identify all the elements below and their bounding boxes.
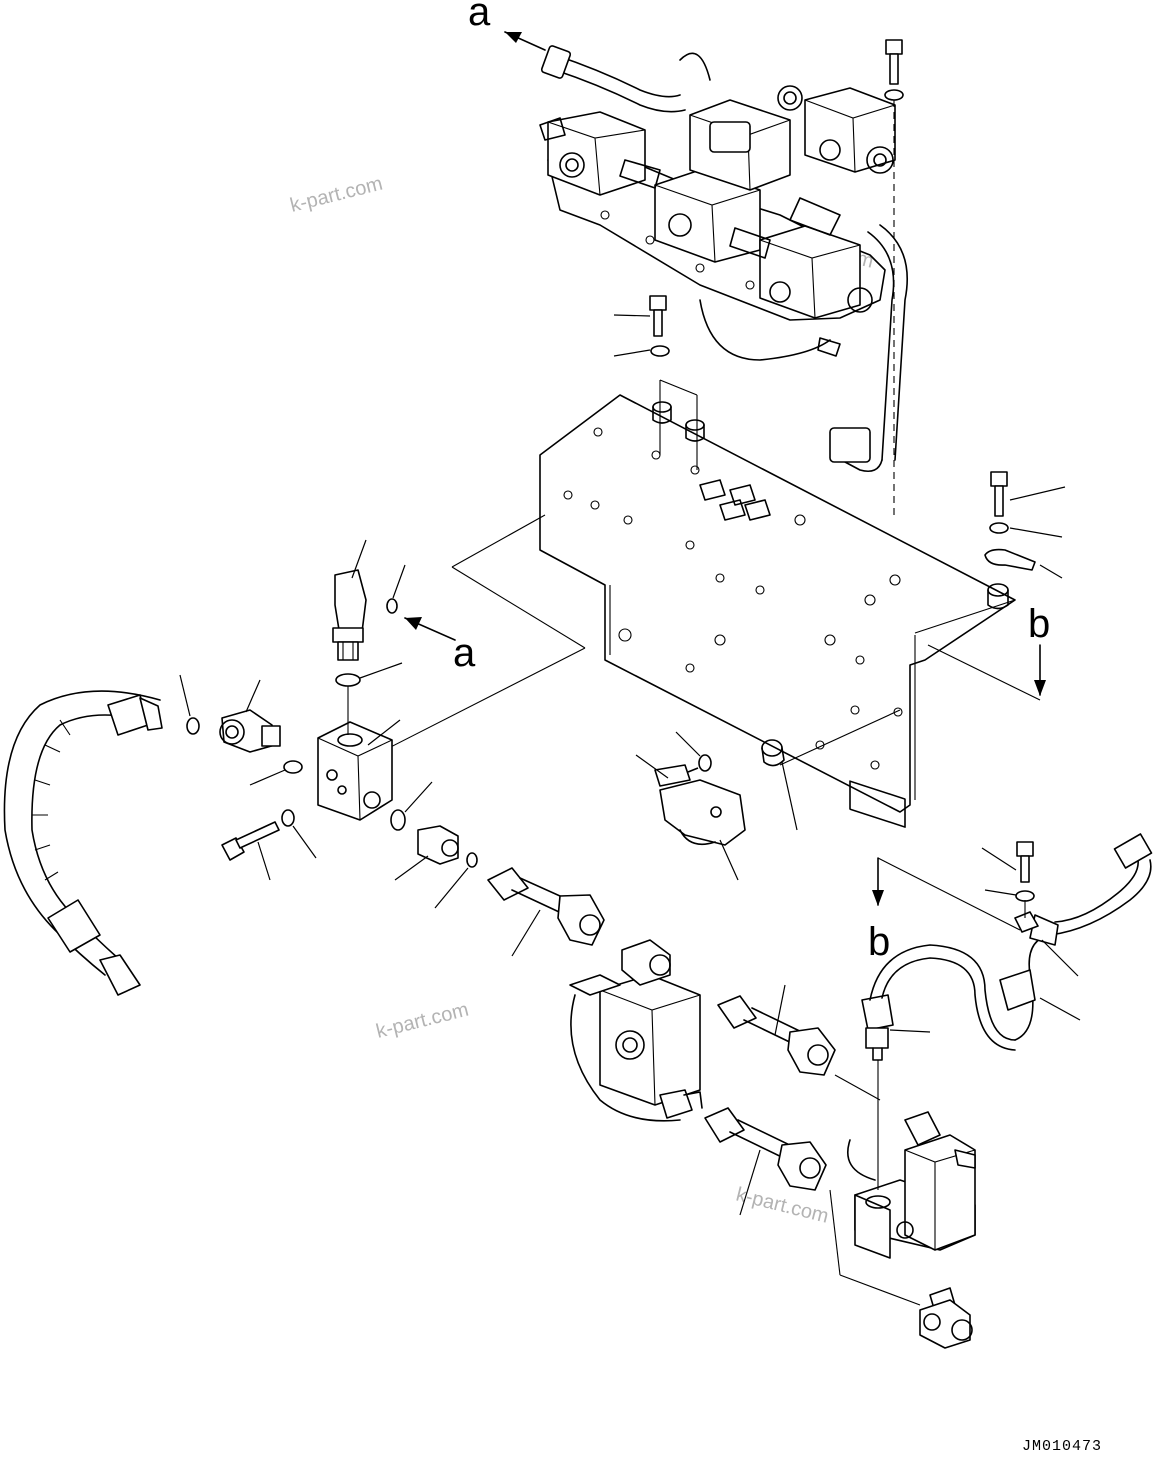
harness-bolt (981, 841, 1035, 918)
o-ring-right (390, 781, 433, 831)
hose-bracket (635, 731, 798, 881)
watermark: k-part.com (734, 1184, 831, 1228)
reference-label-b: b (868, 920, 890, 964)
right-bolt-clamp (984, 471, 1066, 579)
reference-label-a: a (468, 0, 491, 34)
watermark-group: k-part.com k-part.com k-part.com k-part.… (288, 173, 876, 1228)
elbow-fitting (179, 674, 303, 786)
manifold-block (317, 719, 401, 821)
reference-label-b: b (1028, 602, 1050, 646)
center-bolt (613, 295, 670, 357)
top-bolt-right (884, 39, 904, 520)
reference-a-top: a (468, 0, 546, 51)
lower-solenoid-valve (569, 939, 703, 1122)
pressure-switch (332, 539, 406, 735)
hose-assembly-right-upper (717, 984, 881, 1101)
straight-fitting (394, 825, 478, 909)
reference-b-lower: b (868, 857, 1021, 964)
top-valve-assembly (539, 45, 908, 828)
watermark: k-part.com (374, 999, 471, 1043)
watermark: k-part.com (288, 173, 385, 217)
mounting-bracket (374, 379, 1016, 813)
flexible-hose (3, 690, 163, 996)
reference-b-right: b (927, 602, 1050, 701)
pressure-sensor-harness (861, 833, 1153, 1190)
hose-assembly-middle (487, 867, 605, 957)
drawing-code: JM010473 (1022, 1438, 1102, 1455)
hose-assembly-right-lower (704, 1107, 921, 1306)
reference-a-left: a (404, 617, 476, 675)
right-solenoid-valve (847, 1111, 976, 1259)
reference-label-a: a (453, 631, 476, 675)
tee-fitting (919, 1287, 973, 1349)
long-bolt (221, 809, 317, 881)
